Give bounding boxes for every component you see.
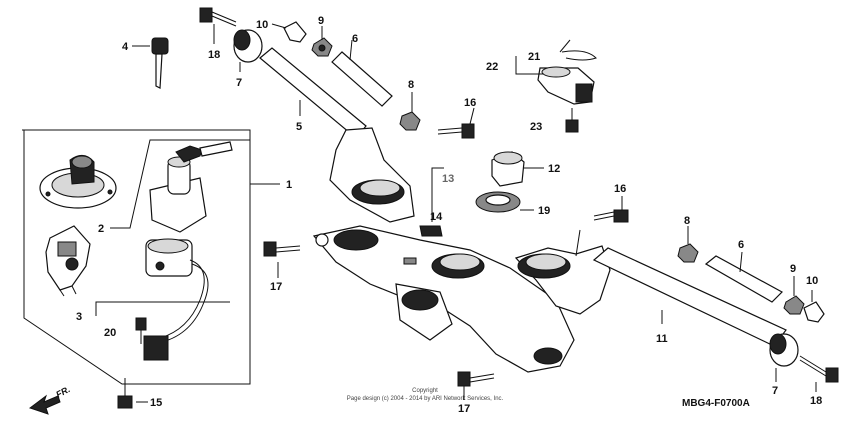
cap-12-part xyxy=(491,151,544,187)
callout-17-left: 17 xyxy=(270,281,282,293)
copyright-line-1: Copyright xyxy=(412,388,438,394)
callout-21: 21 xyxy=(528,51,540,63)
bar-end-7-top-part xyxy=(233,29,263,63)
callout-2: 2 xyxy=(98,223,104,235)
handlebar-right-part xyxy=(514,229,787,347)
callout-8-top: 8 xyxy=(408,79,414,91)
bar-end-7-right-part xyxy=(769,333,799,367)
callout-18-top: 18 xyxy=(208,49,220,61)
leader-2 xyxy=(110,139,250,229)
callout-5: 5 xyxy=(296,121,302,133)
bolt-18-right-part xyxy=(799,355,839,383)
callout-6-right: 6 xyxy=(738,239,744,251)
nut-9-top-part xyxy=(311,37,333,57)
callout-1: 1 xyxy=(286,179,292,191)
leader-lines xyxy=(213,24,817,400)
callout-8-right: 8 xyxy=(684,215,690,227)
callout-9-top: 9 xyxy=(318,15,324,27)
collar-10-right-part xyxy=(803,290,825,323)
seat-lock-part xyxy=(45,225,91,297)
washer-14-part xyxy=(419,192,443,237)
bolt-16-top-part xyxy=(437,123,475,139)
callout-19: 19 xyxy=(538,205,550,217)
throttle-housing-22-part xyxy=(515,50,597,105)
direction-label: FR. xyxy=(54,384,71,400)
callout-10-top: 10 xyxy=(256,19,268,31)
callout-9-right: 9 xyxy=(790,263,796,275)
bolt-15-part xyxy=(117,378,148,409)
front-direction-arrow-icon: FR. xyxy=(28,384,72,415)
nut-9-right-part xyxy=(783,295,805,315)
callout-4: 4 xyxy=(122,41,129,53)
callout-18-right: 18 xyxy=(810,395,822,407)
callout-23: 23 xyxy=(530,121,542,133)
callout-13: 13 xyxy=(442,173,454,185)
key-part xyxy=(132,37,169,89)
fuel-cap-part xyxy=(39,155,117,209)
copyright-line-2: Page design (c) 2004 - 2014 by ARI Netwo… xyxy=(347,396,504,402)
weight-6-right-part xyxy=(704,251,783,303)
callout-15: 15 xyxy=(150,397,162,409)
top-bridge-part xyxy=(312,225,575,373)
callout-10-right: 10 xyxy=(806,275,818,287)
bolt-18-top-part xyxy=(199,7,237,27)
callout-7-right: 7 xyxy=(772,385,778,397)
bolt-16-right-part xyxy=(593,209,629,223)
callout-14: 14 xyxy=(430,211,443,223)
callout-7-top: 7 xyxy=(236,77,242,89)
callout-16-right: 16 xyxy=(614,183,626,195)
callout-16-top: 16 xyxy=(464,97,476,109)
bolt-17-left-part xyxy=(263,241,301,257)
nut-8-right-part xyxy=(677,243,699,263)
callout-12: 12 xyxy=(548,163,560,175)
callout-20: 20 xyxy=(104,327,116,339)
nut-8-top-part xyxy=(399,111,421,131)
callout-17-bottom: 17 xyxy=(458,403,470,415)
callout-11: 11 xyxy=(656,333,668,345)
ignition-switch-part xyxy=(143,141,233,361)
bolt-23-part xyxy=(565,108,579,133)
diagram-code: MBG4-F0700A xyxy=(682,398,750,409)
screw-20-part xyxy=(135,317,147,344)
leader-3 xyxy=(95,301,230,316)
handlebar-left-part xyxy=(259,47,415,223)
lock-set-frame xyxy=(22,129,280,385)
callout-6-top: 6 xyxy=(352,33,358,45)
leader-13 xyxy=(431,167,444,192)
weight-6-top-part xyxy=(331,39,393,107)
callout-22: 22 xyxy=(486,61,498,73)
callout-3: 3 xyxy=(76,311,82,323)
collar-10-top-part xyxy=(271,21,307,43)
nut-19-part xyxy=(475,191,534,213)
bolt-17-bottom-part xyxy=(457,371,495,387)
